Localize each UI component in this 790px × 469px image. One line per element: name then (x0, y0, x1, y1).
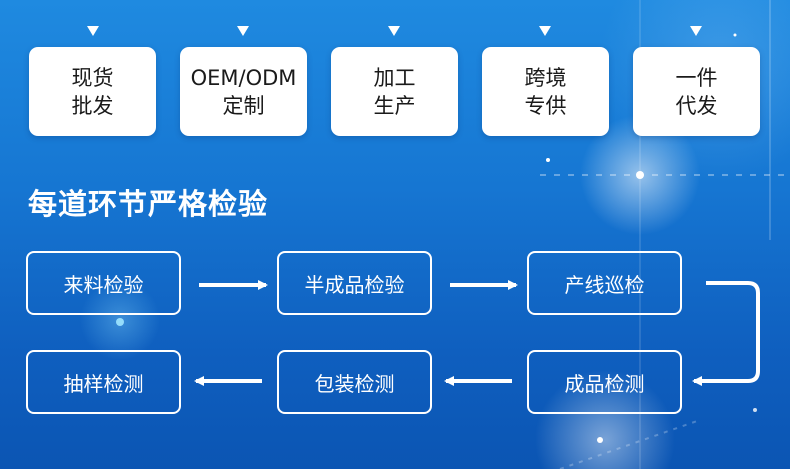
chevron-down-icon (237, 26, 249, 36)
step-label: 半成品检验 (304, 272, 405, 297)
step-packaging-testing: 包装检测 (277, 350, 432, 414)
chevron-down-icon (388, 26, 400, 36)
service-label: 现货 批发 (71, 65, 114, 118)
service-card-processing: 加工 生产 (331, 47, 458, 136)
service-label: 跨境 专供 (524, 65, 567, 118)
step-sampling-testing: 抽样检测 (26, 350, 181, 414)
service-card-spot-wholesale: 现货 批发 (29, 47, 156, 136)
step-incoming-inspection: 来料检验 (26, 251, 181, 315)
chevron-down-icon (539, 26, 551, 36)
arrow-turn-down-icon (692, 281, 760, 386)
chevron-down-icon (87, 26, 99, 36)
service-label: OEM/ODM 定制 (190, 65, 297, 118)
service-card-dropshipping: 一件 代发 (633, 47, 760, 136)
service-label: 加工 生产 (373, 65, 416, 118)
step-label: 成品检测 (564, 371, 645, 396)
step-label: 包装检测 (314, 371, 395, 396)
service-card-cross-border: 跨境 专供 (482, 47, 609, 136)
step-label: 产线巡检 (564, 272, 645, 297)
step-line-patrol-inspection: 产线巡检 (527, 251, 682, 315)
step-label: 来料检验 (63, 272, 144, 297)
service-label: 一件 代发 (675, 65, 718, 118)
chevron-down-icon (690, 26, 702, 36)
step-semi-finished-inspection: 半成品检验 (277, 251, 432, 315)
step-label: 抽样检测 (63, 371, 144, 396)
step-finished-product-testing: 成品检测 (527, 350, 682, 414)
service-card-oem-odm: OEM/ODM 定制 (180, 47, 307, 136)
section-title: 每道环节严格检验 (28, 187, 269, 221)
